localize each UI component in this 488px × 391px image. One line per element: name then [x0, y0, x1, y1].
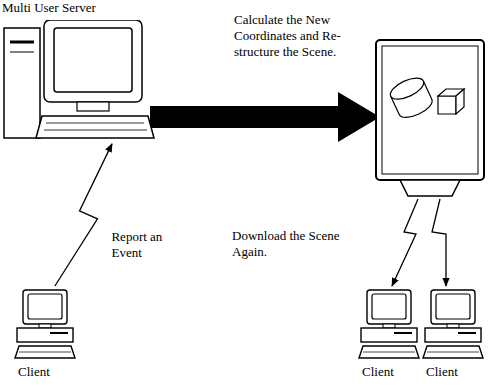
client-computer	[358, 288, 420, 360]
annotation-text: Calculate the New Coordinates and Re-str…	[234, 12, 370, 60]
client-node: Client	[14, 288, 76, 380]
client-node: Client	[358, 288, 420, 380]
server-computer	[2, 20, 162, 142]
block-arrow	[150, 92, 380, 142]
client-node: Client	[422, 288, 484, 380]
client-computer	[14, 288, 76, 360]
node-label: Client	[358, 364, 420, 380]
cylinder-object	[387, 74, 435, 122]
wireless-link	[55, 144, 112, 286]
display-screen	[376, 40, 484, 196]
wireless-link	[392, 199, 418, 286]
node-label: Client	[422, 364, 484, 380]
cube-object	[438, 89, 464, 114]
wireless-link	[432, 199, 446, 286]
annotation-text: Download the Scene Again.	[232, 228, 362, 260]
node-label: Client	[14, 364, 76, 380]
node-label: Multi User Server	[2, 0, 162, 16]
client-computer	[422, 288, 484, 360]
edge-label: Report an Event	[111, 229, 183, 261]
server-node: Multi User Server	[2, 0, 162, 142]
